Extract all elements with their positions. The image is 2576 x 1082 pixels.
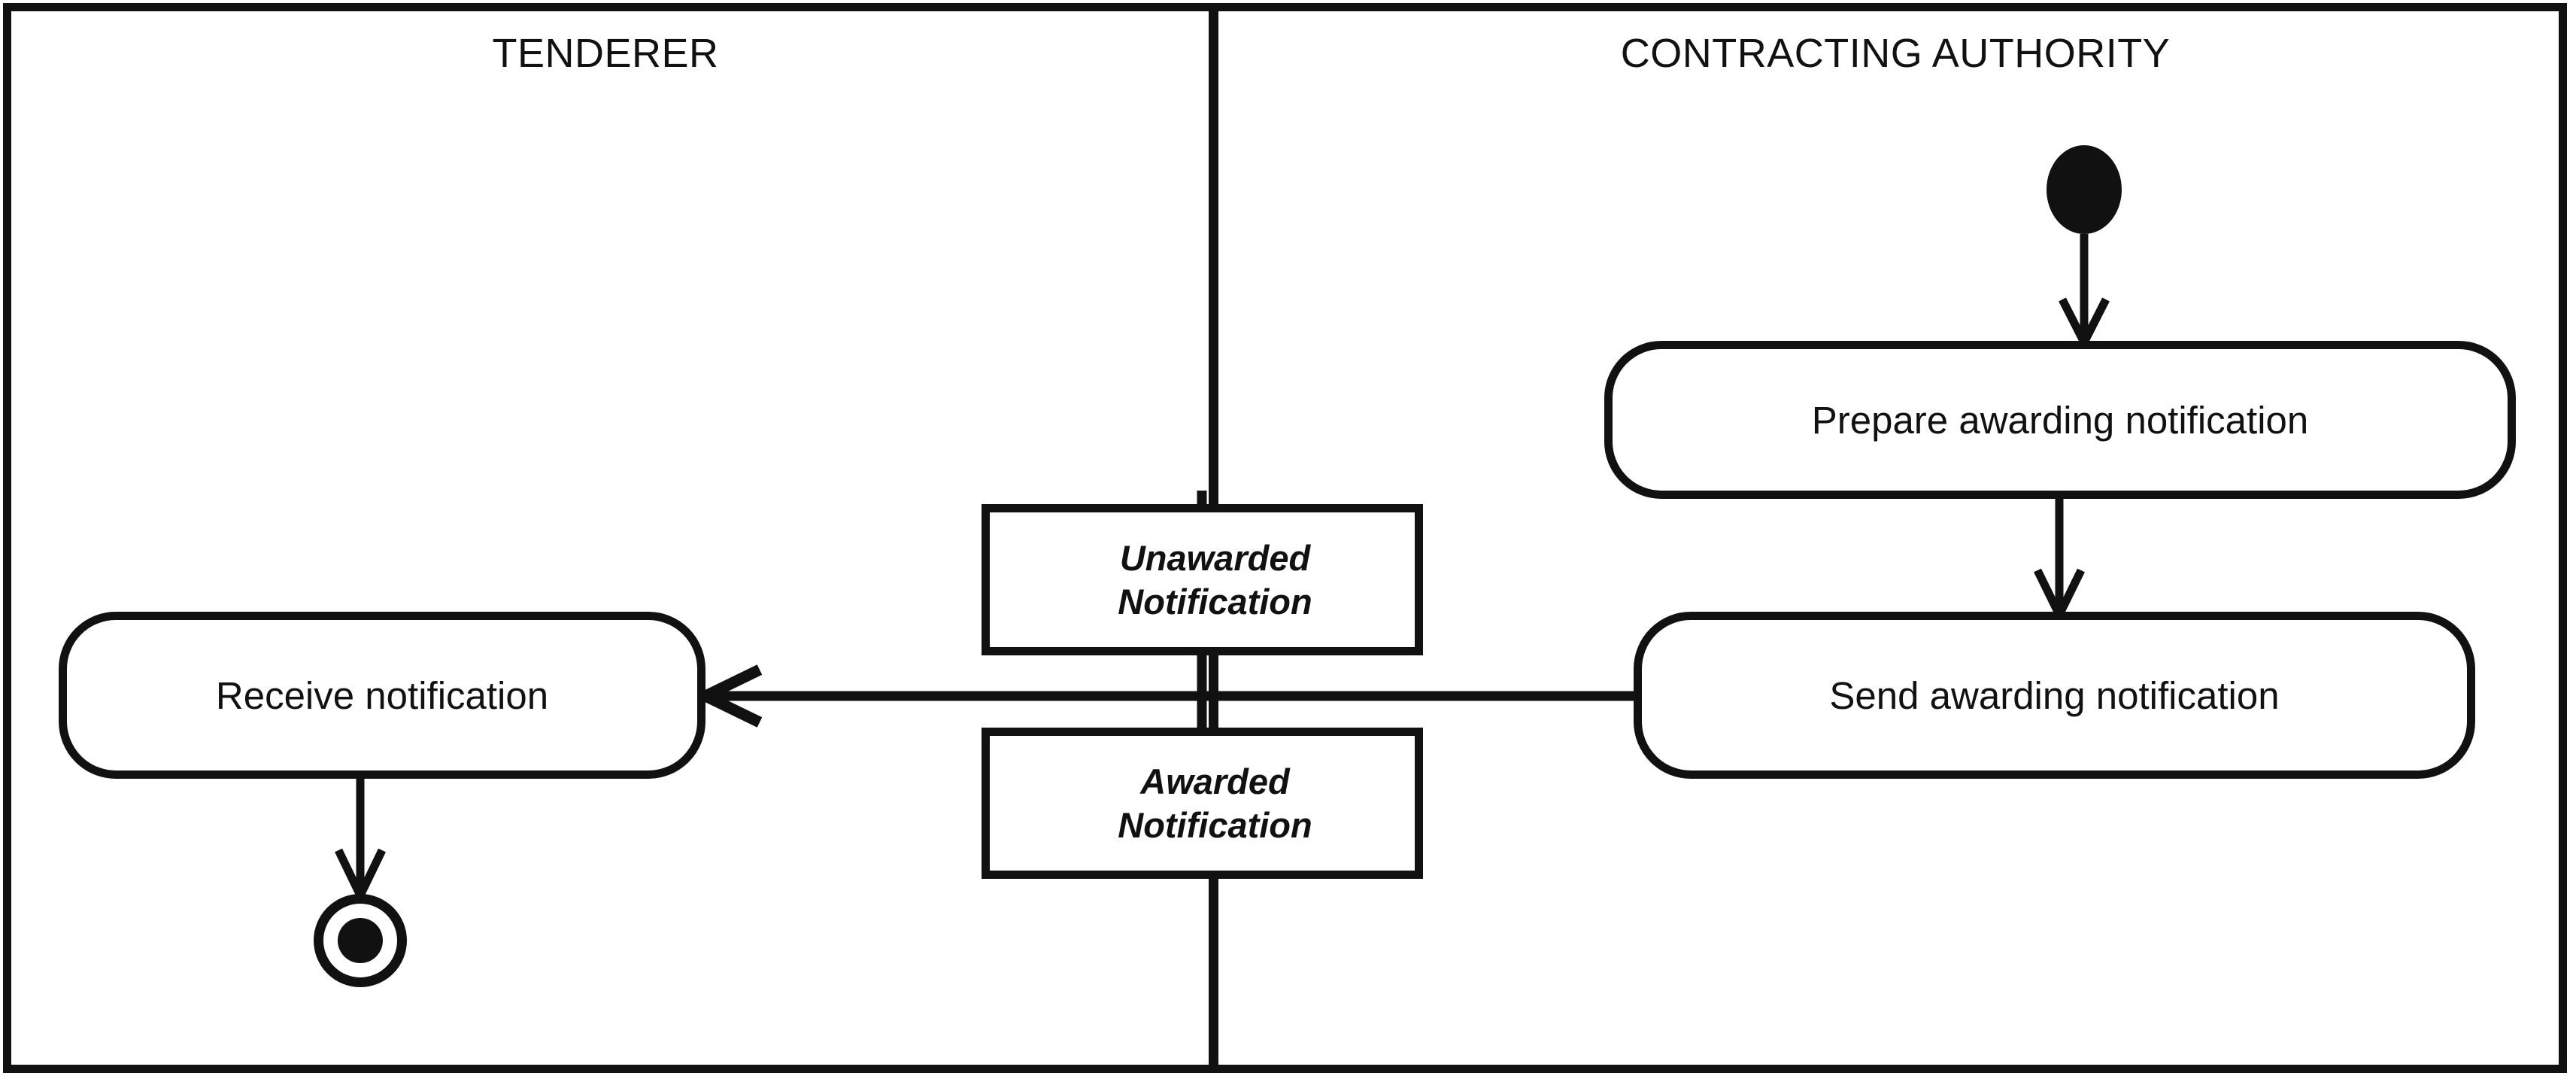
action-node-receive-notification[interactable]: Receive notification: [59, 612, 705, 779]
action-node-send-awarding-notification[interactable]: Send awarding notification: [1634, 612, 2475, 779]
object-node-awarded-notification[interactable]: Awarded Notification: [982, 728, 1423, 879]
object-node-label-line2: Notification: [1118, 581, 1312, 622]
swimlane-title-contracting-authority: CONTRACTING AUTHORITY: [1620, 31, 2171, 76]
action-node-prepare-awarding-notification[interactable]: Prepare awarding notification: [1604, 341, 2516, 499]
action-node-label: Receive notification: [215, 673, 549, 717]
object-node-label-line1: Awarded: [1140, 761, 1290, 802]
swimlane-title-tenderer: TENDERER: [492, 31, 719, 76]
action-node-label: Send awarding notification: [1829, 673, 2280, 717]
final-node: [314, 894, 407, 987]
object-node-unawarded-notification[interactable]: Unawarded Notification: [982, 504, 1423, 655]
action-node-label: Prepare awarding notification: [1811, 398, 2309, 442]
object-node-label-line2: Notification: [1118, 804, 1312, 845]
object-node-label-line1: Unawarded: [1119, 538, 1311, 579]
final-node-core: [338, 918, 383, 963]
initial-node: [2047, 145, 2122, 234]
